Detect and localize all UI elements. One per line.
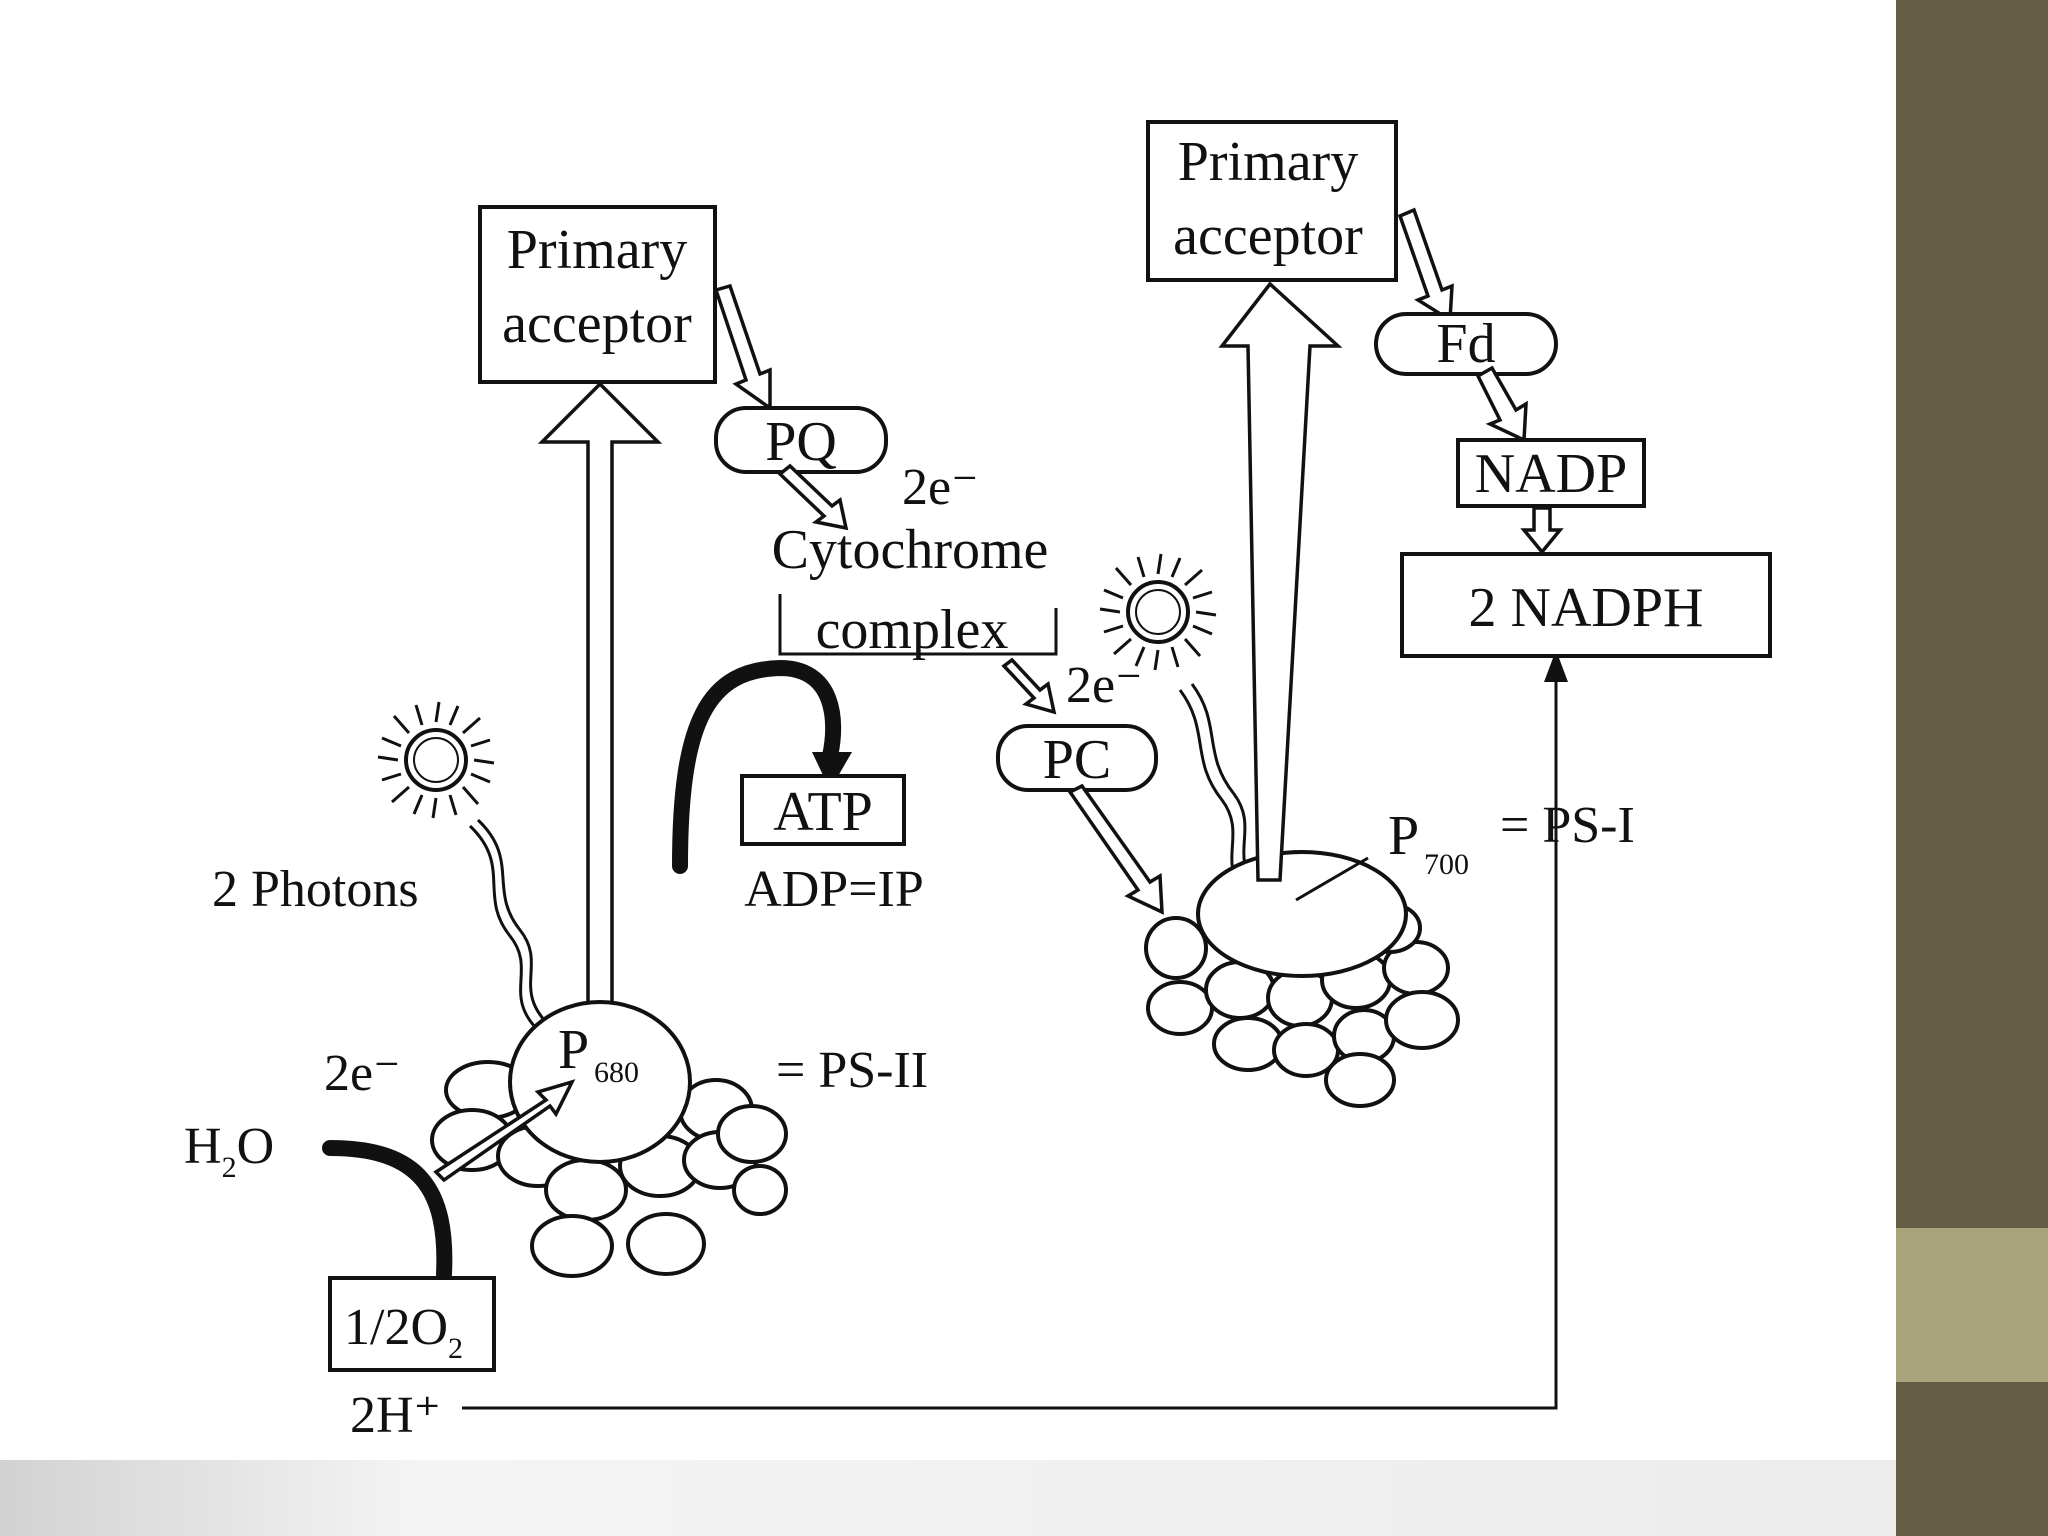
p700-label: P [1388, 805, 1419, 867]
ps2-primary-acceptor-label-1: Primary [507, 219, 687, 281]
atp-box [740, 774, 906, 846]
photons-label: 2 Photons [212, 861, 419, 918]
ps1-photon-path [1178, 689, 1242, 887]
ps2-electrons-label: 2e⁻ [324, 1045, 401, 1102]
ps1-antenna-cluster [1144, 850, 1460, 1108]
p680-subscript: 680 [594, 1056, 639, 1089]
pc-electrons-label: 2e⁻ [1066, 657, 1143, 714]
sidebar-dark-block-bottom [1896, 1382, 2048, 1536]
ps1-primary-acceptor-label-1: Primary [1178, 131, 1358, 193]
ps2-label: = PS-II [776, 1042, 928, 1099]
atp-arrowhead [812, 752, 852, 790]
atp-label: ATP [773, 781, 873, 843]
cytochrome-to-pc-arrow [1001, 657, 1057, 715]
pq-box [714, 406, 888, 474]
atp-curved-arrow [672, 659, 842, 874]
proton-line [462, 666, 1558, 1410]
ps2-primary-acceptor-box [478, 205, 717, 384]
acceptor-to-pq-arrow [713, 283, 772, 412]
ps1-label: = PS-I [1500, 797, 1635, 854]
p700-subscript: 700 [1424, 848, 1469, 881]
ps2-excitation-arrow [537, 381, 663, 1038]
water-label: H2O [184, 1118, 274, 1184]
sidebar-light-block [1896, 1228, 2048, 1382]
adp-label: ADP=IP [744, 861, 924, 918]
ps1-excitation-arrow [1218, 281, 1343, 882]
ps1-primary-acceptor-box [1146, 120, 1398, 282]
acceptor-to-fd-arrow [1397, 207, 1454, 324]
fd-box [1374, 312, 1558, 376]
cytochrome-bracket [778, 594, 1058, 656]
ps2-electron-arrow [433, 1079, 576, 1183]
fd-label: Fd [1436, 313, 1495, 375]
ps2-primary-acceptor-label-2: acceptor [502, 293, 692, 355]
protons-label: 2H⁺ [350, 1387, 441, 1444]
nadp-to-nadph-arrow [1520, 506, 1564, 555]
bottom-gradient-band [0, 1460, 1896, 1536]
proton-line-arrowhead [1544, 650, 1568, 682]
pc-to-p700-arrow [1067, 783, 1164, 915]
nadp-box [1456, 438, 1646, 508]
ps2-photon-path [476, 818, 554, 1030]
ps1-primary-acceptor-label-2: acceptor [1173, 205, 1363, 267]
nadph-box [1400, 552, 1772, 658]
pq-to-cytochrome-arrow [777, 463, 849, 531]
ps2-sun-icon [376, 700, 496, 820]
p700-pointer [1295, 856, 1369, 902]
pq-electrons-label: 2e⁻ [902, 459, 979, 516]
pq-label: PQ [765, 411, 837, 473]
p680-label: P [558, 1019, 589, 1081]
pc-label: PC [1043, 729, 1112, 791]
water-split-arrow [322, 1140, 453, 1282]
cytochrome-label-2: complex [816, 599, 1009, 661]
z-scheme-diagram: Primary acceptor 2 Photons P 680 = PS-II [184, 120, 1772, 1444]
nadph-label: 2 NADPH [1469, 577, 1704, 639]
cytochrome-label-1: Cytochrome [772, 519, 1049, 581]
ps1-sun-icon [1098, 552, 1218, 672]
sidebar-dark-block-top [1896, 0, 2048, 1228]
fd-to-nadp-arrow [1475, 365, 1528, 443]
oxygen-label: 1/2O2 [344, 1299, 463, 1365]
nadp-label: NADP [1475, 443, 1627, 505]
oxygen-box [328, 1276, 496, 1372]
ps2-antenna-cluster [430, 1000, 788, 1278]
